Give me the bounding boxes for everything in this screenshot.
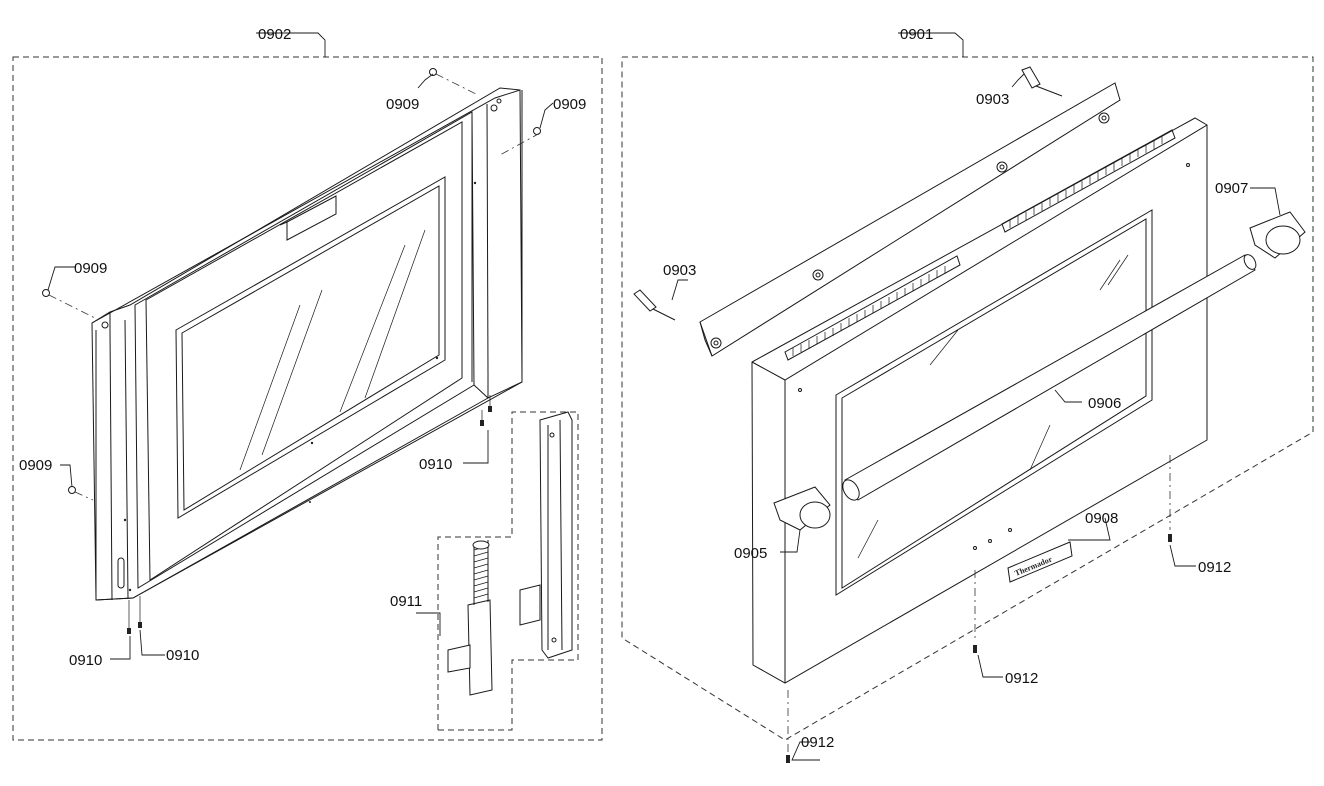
label-0912-bottom: 0912 [801,734,834,751]
top-trim-strip [699,82,1121,357]
handle-end-caps [773,211,1306,531]
screws-0909 [42,68,541,501]
label-0910-bottom: 0910 [166,647,199,664]
label-0912-center: 0912 [1005,670,1038,687]
label-0905: 0905 [734,545,767,562]
label-0908: 0908 [1085,510,1118,527]
door-handle-bar [842,254,1257,501]
right-leader-lines [671,32,1281,761]
screws-0903 [633,66,1063,321]
inner-door-frame [91,87,523,601]
assembly-0901-boundary [621,56,1314,741]
vent-slots [784,129,1176,361]
label-0911: 0911 [390,593,422,610]
screws-0910 [127,395,492,634]
label-0903-left: 0903 [663,262,696,279]
label-0909-top: 0909 [386,96,419,113]
label-0909-lower: 0909 [19,457,52,474]
assembly-0902-boundary [12,56,603,741]
label-0901: 0901 [900,26,933,43]
label-0907: 0907 [1215,180,1248,197]
label-0906: 0906 [1088,395,1121,412]
callout-labels: 0902 0901 0909 0909 0909 0909 0910 0910 … [19,26,1248,751]
left-leader-lines [47,32,554,660]
label-0909-right: 0909 [553,96,586,113]
outer-door-panel [751,117,1208,684]
label-0910-bottom-left: 0910 [69,652,102,669]
label-0912-right: 0912 [1198,559,1231,576]
label-0903-top: 0903 [976,91,1009,108]
screws-0912 [786,455,1172,763]
label-0910-right: 0910 [419,456,452,473]
hinge-assembly [437,411,579,731]
label-0902: 0902 [258,26,291,43]
label-0909-left: 0909 [74,260,107,277]
outer-door-assembly-group: Thermador [621,32,1314,763]
inner-door-assembly-group [12,32,603,741]
